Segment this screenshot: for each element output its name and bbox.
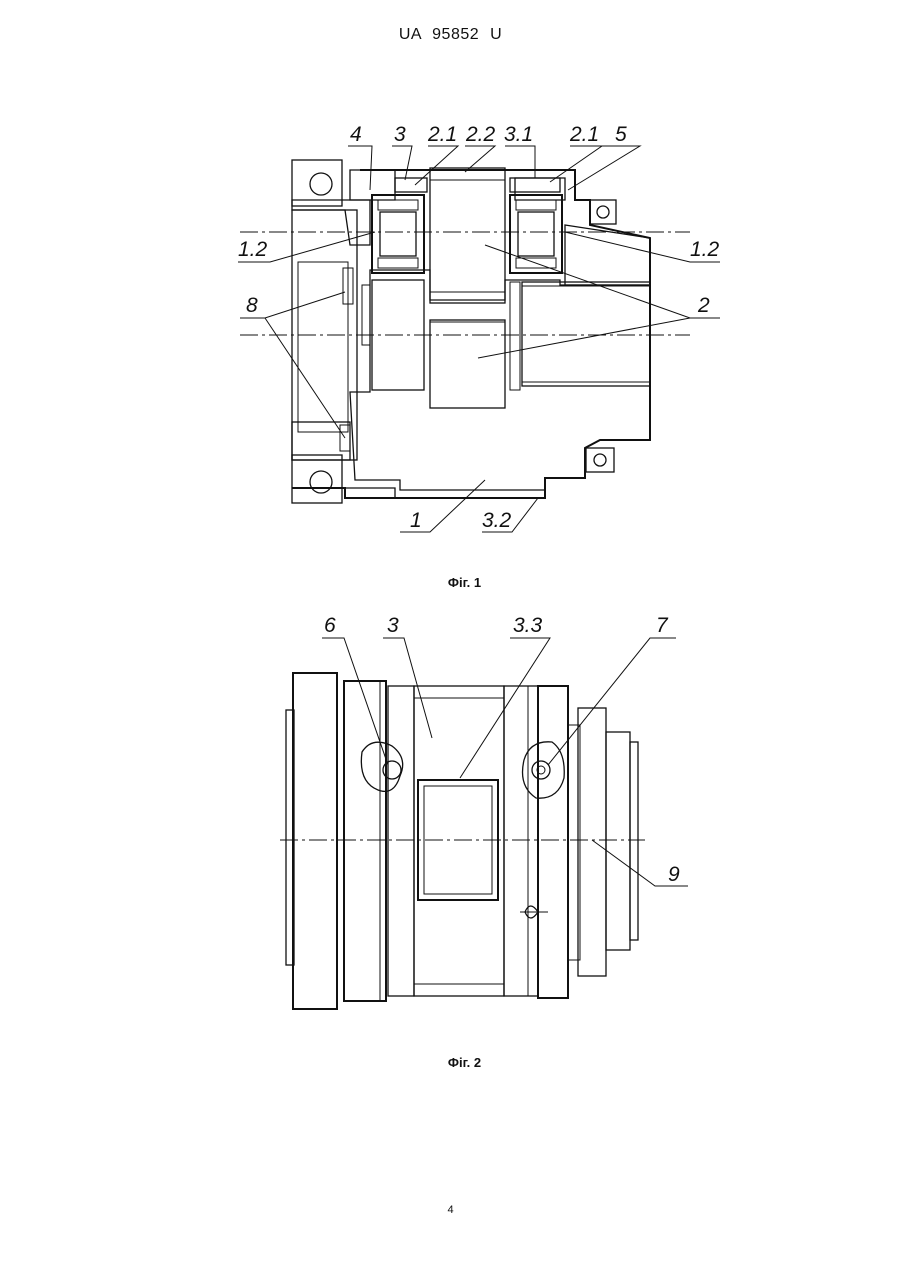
- label-6: 6: [324, 614, 336, 637]
- label-3: 3: [387, 614, 399, 637]
- label-4: 4: [350, 123, 362, 146]
- figure-2-caption: Фіг. 2: [14, 1055, 901, 1070]
- housing-section: [292, 170, 650, 498]
- label-7: 7: [656, 614, 669, 637]
- label-1-2-right: 1.2: [690, 238, 720, 261]
- label-1-2-left: 1.2: [238, 238, 268, 261]
- bolt-cutout-right: [523, 742, 565, 798]
- small-pin: [520, 906, 548, 918]
- label-3-2: 3.2: [482, 509, 512, 532]
- leader-lines: [238, 146, 720, 532]
- label-2: 2: [697, 294, 710, 317]
- label-2-2: 2.2: [465, 123, 496, 146]
- bearing-right: [510, 178, 562, 273]
- label-9: 9: [668, 863, 680, 886]
- figure-2-drawing: 6 3 3.3 7 9: [0, 600, 901, 1050]
- bearing-left: [372, 178, 427, 273]
- central-gear: [430, 168, 505, 408]
- label-2-1-left: 2.1: [427, 123, 457, 146]
- internal-cavities: [362, 280, 650, 408]
- label-3-1: 3.1: [504, 123, 533, 146]
- label-2-1-right: 2.1: [569, 123, 599, 146]
- left-flange: [292, 160, 357, 503]
- label-1: 1: [410, 509, 422, 532]
- label-8: 8: [246, 294, 258, 317]
- side-view-body: [286, 673, 638, 1009]
- figure-1-caption: Фіг. 1: [14, 575, 901, 590]
- page-number: 4: [0, 1204, 901, 1216]
- figure-1-drawing: 4 3 2.1 2.2 3.1 2.1 5 1.2 1.2 8 2 1 3.2: [0, 0, 901, 560]
- bolt-cutout-left: [361, 742, 402, 791]
- label-5: 5: [615, 123, 627, 146]
- figure-2-leader-lines: [322, 638, 688, 886]
- label-3: 3: [394, 123, 406, 146]
- label-3-3: 3.3: [513, 614, 543, 637]
